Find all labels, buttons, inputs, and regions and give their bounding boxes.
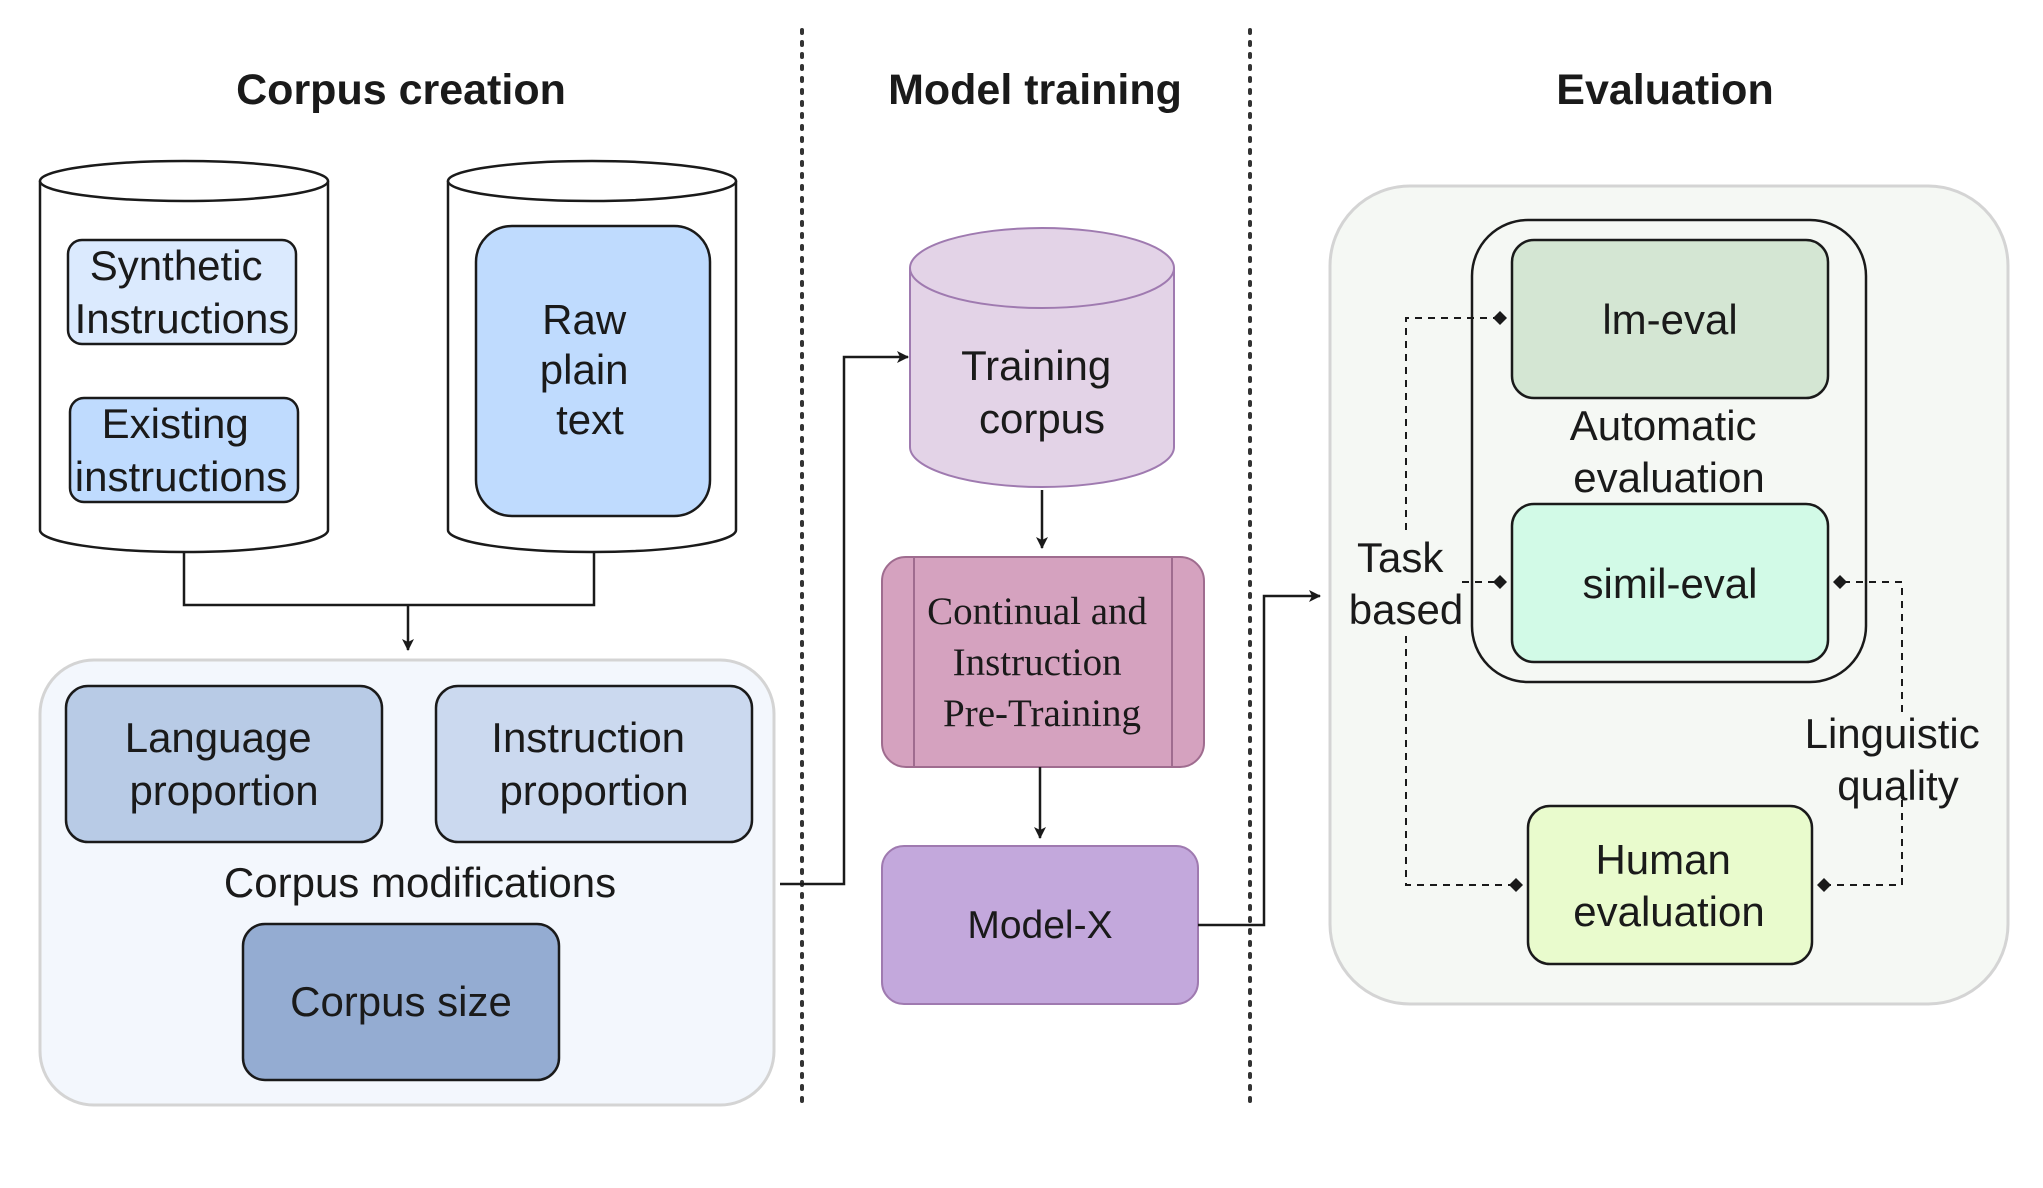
task-based-label: Task based	[1349, 534, 1463, 633]
task-based-connector-bottom	[1405, 636, 1523, 892]
corpus-size-label: Corpus size	[290, 978, 512, 1025]
header-evaluation: Evaluation	[1556, 66, 1773, 114]
header-corpus-creation: Corpus creation	[236, 66, 566, 114]
merge-connector	[182, 552, 596, 607]
language-proportion-label: Language proportion	[125, 714, 324, 814]
header-model-training: Model training	[888, 66, 1182, 114]
task-based-connector-top	[1405, 311, 1507, 530]
pretraining-label: Continual and Instruction Pre-Training	[927, 590, 1157, 735]
training-corpus-label: Training corpus	[961, 342, 1123, 442]
raw-plain-text-label: Raw plain text	[540, 296, 640, 443]
simil-eval-box	[1510, 502, 1830, 664]
existing-instructions-box	[68, 396, 300, 504]
language-proportion-box	[64, 684, 384, 844]
pretraining-process-box	[881, 556, 1205, 768]
instruction-proportion-label: Instruction proportion	[491, 714, 696, 814]
raw-plain-text-box	[474, 224, 712, 518]
corpus-size-box	[241, 922, 561, 1082]
linguistic-quality-label: Linguistic quality	[1805, 710, 1992, 809]
human-evaluation-box	[1526, 804, 1814, 966]
automatic-evaluation-group	[1470, 218, 1868, 684]
lm-eval-label: lm-eval	[1602, 296, 1737, 343]
model-to-evaluation-arrow	[1198, 590, 1321, 927]
synthetic-instructions-box	[66, 238, 298, 346]
synthetic-instructions-label: Synthetic Instructions	[75, 242, 290, 342]
existing-instructions-label: Existing instructions	[75, 400, 287, 500]
corpus-to-training-arrow	[780, 351, 909, 886]
lm-eval-box	[1510, 238, 1830, 400]
training-corpus-cylinder	[909, 227, 1175, 488]
human-evaluation-label: Human evaluation	[1573, 836, 1764, 935]
model-x-label: Model-X	[967, 904, 1112, 947]
simil-eval-label: simil-eval	[1582, 560, 1757, 607]
instruction-proportion-box	[434, 684, 754, 844]
automatic-evaluation-label: Automatic evaluation	[1570, 402, 1768, 501]
corpus-modifications-label: Corpus modifications	[224, 859, 616, 906]
linguistic-quality-connector-top	[1833, 575, 1903, 712]
linguistic-quality-connector-bottom	[1817, 800, 1903, 892]
